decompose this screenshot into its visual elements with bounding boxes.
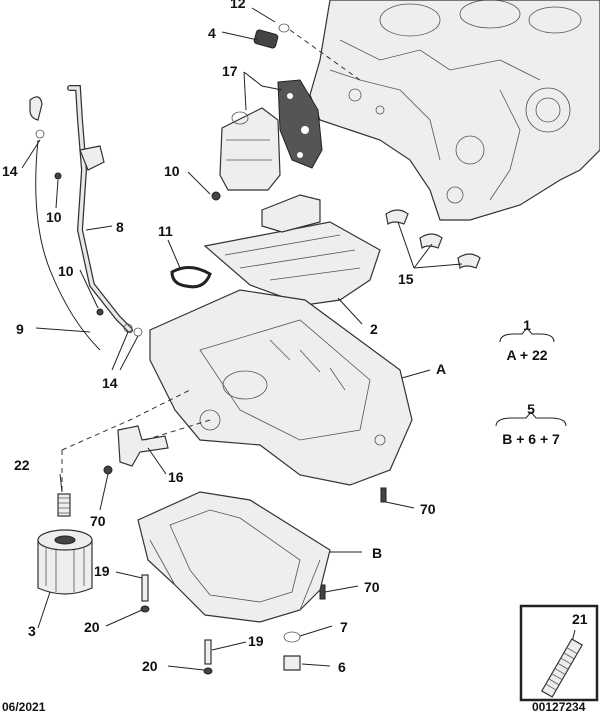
callout-14-bottom: 14: [102, 375, 118, 391]
callout-6: 6: [338, 659, 346, 675]
engine-block-illustration: [309, 0, 600, 221]
diagram-date: 06/2021: [2, 700, 46, 714]
group-1-title: 1: [523, 317, 531, 333]
inset-box-21: 21: [519, 604, 599, 702]
bracket-part: [117, 425, 169, 467]
group-5-formula: B + 6 + 7: [502, 431, 560, 447]
upper-oil-pan-part: [149, 289, 413, 486]
bolt-part: [211, 191, 221, 201]
callout-20-left: 20: [84, 619, 100, 635]
callout-A: A: [436, 361, 446, 377]
callout-4: 4: [208, 25, 216, 41]
callout-11: 11: [158, 223, 173, 239]
baffle-plate-part: [203, 194, 381, 306]
callout-labels: 12 4 17 14 10 10 8 11 10 9 14 2 15 A 22 …: [2, 0, 446, 675]
callout-10-tube: 10: [58, 263, 74, 279]
cover-plate-part: [219, 79, 323, 191]
clip-parts: [385, 209, 481, 269]
studs-and-plug-parts: [140, 574, 301, 675]
callout-14-top: 14: [2, 163, 18, 179]
callout-B: B: [372, 545, 382, 561]
callout-20-bottom: 20: [142, 658, 158, 674]
group-legend-1: 1 A + 22: [499, 317, 555, 363]
callout-17: 17: [222, 63, 238, 79]
callout-2: 2: [370, 321, 378, 337]
callout-3: 3: [28, 623, 36, 639]
callout-7: 7: [340, 619, 348, 635]
callout-70-pan: 70: [364, 579, 380, 595]
callout-10-left: 10: [46, 209, 62, 225]
oil-filter-part: [37, 493, 93, 595]
seal-part: [170, 266, 212, 289]
callout-70-right: 70: [420, 501, 436, 517]
lower-oil-pan-part: [137, 491, 331, 623]
group-5-title: 5: [527, 401, 535, 417]
callout-19-bottom: 19: [248, 633, 264, 649]
leader-lines: [21, 7, 463, 671]
callout-70-left: 70: [90, 513, 106, 529]
group-1-formula: A + 22: [506, 347, 547, 363]
callout-21: 21: [572, 611, 588, 627]
callout-16: 16: [168, 469, 184, 485]
callout-15: 15: [398, 271, 414, 287]
callout-9: 9: [16, 321, 24, 337]
callout-10-cover: 10: [164, 163, 180, 179]
sensor-part: [253, 23, 290, 49]
group-legend-5: 5 B + 6 + 7: [495, 401, 567, 447]
diagram-reference-number: 00127234: [532, 700, 586, 714]
callout-12: 12: [230, 0, 246, 11]
callout-19-left: 19: [94, 563, 110, 579]
callout-22: 22: [14, 457, 30, 473]
dipstick-part: [29, 96, 101, 351]
guide-tube-part: [54, 85, 143, 337]
callout-8: 8: [116, 219, 124, 235]
guide-lines: [61, 29, 361, 492]
